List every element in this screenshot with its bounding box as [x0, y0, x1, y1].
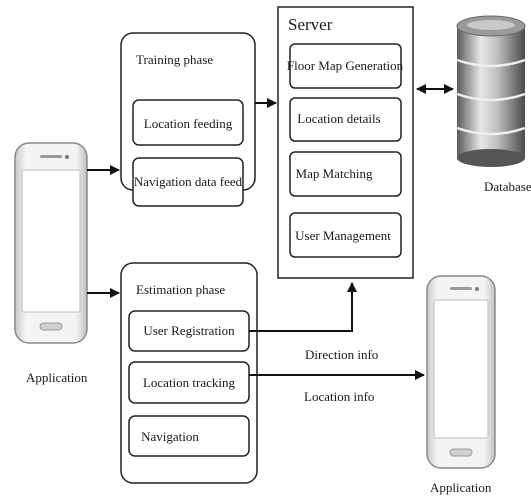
location-feeding-box [132, 99, 244, 146]
database-label: Database [484, 179, 531, 194]
right-phone-icon [426, 275, 496, 469]
connector-arrows [87, 84, 454, 380]
navigation-data-feed-label: Navigation data feed [134, 174, 243, 189]
navigation-data-feed-box [132, 157, 244, 207]
location-tracking-box [128, 361, 250, 404]
location-details-label: Location details [297, 111, 380, 126]
location-details-box [289, 97, 402, 142]
map-matching-box [289, 151, 402, 197]
left-app-label: Application [26, 370, 88, 385]
location-feeding-label: Location feeding [144, 116, 233, 131]
navigation-label: Navigation [141, 429, 199, 444]
location-info-label: Location info [304, 389, 374, 404]
arrow-registration-to-server [249, 282, 357, 332]
database-icon [456, 15, 526, 167]
direction-info-label: Direction info [305, 347, 378, 362]
server-title: Server [288, 15, 333, 34]
training-phase-title: Training phase [136, 52, 213, 67]
floor-map-generation-label: Floor Map Generation [287, 58, 404, 73]
navigation-box [128, 415, 250, 457]
left-phone-icon [14, 142, 88, 344]
map-matching-label: Map Matching [296, 166, 373, 181]
user-management-box [289, 212, 402, 258]
user-management-label: User Management [295, 228, 391, 243]
user-registration-label: User Registration [143, 323, 235, 338]
location-tracking-label: Location tracking [143, 375, 236, 390]
floor-map-generation-box [289, 43, 402, 89]
estimation-phase-title: Estimation phase [136, 282, 225, 297]
right-app-label: Application [430, 480, 492, 495]
